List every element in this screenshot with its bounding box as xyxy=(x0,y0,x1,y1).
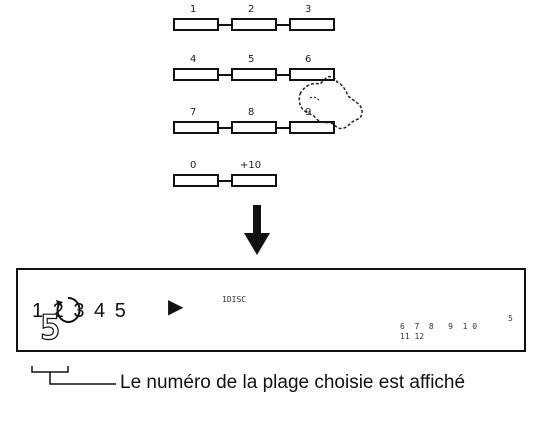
key-connector xyxy=(219,24,231,26)
key-9[interactable] xyxy=(289,121,335,134)
track-grid-line1: 6 7 8 9 1 0 xyxy=(400,322,478,331)
key-connector xyxy=(277,24,289,26)
key-5[interactable] xyxy=(231,68,277,81)
key-label-5: 5 xyxy=(248,54,255,65)
key-label-plus10: +10 xyxy=(240,160,262,171)
key-plus10[interactable] xyxy=(231,174,277,187)
key-8[interactable] xyxy=(231,121,277,134)
key-label-1: 1 xyxy=(190,4,197,15)
key-label-0: 0 xyxy=(190,160,197,171)
key-label-8: 8 xyxy=(248,107,255,118)
key-connector xyxy=(277,74,289,76)
key-1[interactable] xyxy=(173,18,219,31)
arrow-down-icon xyxy=(244,205,270,255)
track-grid-top: 5 xyxy=(508,314,513,323)
key-label-2: 2 xyxy=(248,4,255,15)
key-label-9: 9 xyxy=(305,107,312,118)
play-indicator-icon: ▶ xyxy=(168,294,184,318)
selected-disc-circle-icon xyxy=(56,296,81,323)
key-4[interactable] xyxy=(173,68,219,81)
key-label-7: 7 xyxy=(190,107,197,118)
key-connector xyxy=(277,127,289,129)
key-3[interactable] xyxy=(289,18,335,31)
key-connector xyxy=(219,180,231,182)
track-grid-line2: 11 12 xyxy=(400,332,425,341)
key-label-3: 3 xyxy=(305,4,312,15)
cd-display-panel: 1 2 3 4 5 ▶ 1DISC 5 6 7 8 9 1 0 11 12 5 xyxy=(16,268,526,352)
disc-label: 1DISC xyxy=(222,295,247,304)
key-0[interactable] xyxy=(173,174,219,187)
key-label-6: 6 xyxy=(305,54,312,65)
key-2[interactable] xyxy=(231,18,277,31)
track-number-display: 5 xyxy=(39,307,62,348)
caption: Le numéro de la plage choisie est affich… xyxy=(120,372,466,393)
key-label-4: 4 xyxy=(190,54,197,65)
key-7[interactable] xyxy=(173,121,219,134)
key-6[interactable] xyxy=(289,68,335,81)
key-connector xyxy=(219,127,231,129)
key-connector xyxy=(219,74,231,76)
hand-icon xyxy=(298,75,363,130)
